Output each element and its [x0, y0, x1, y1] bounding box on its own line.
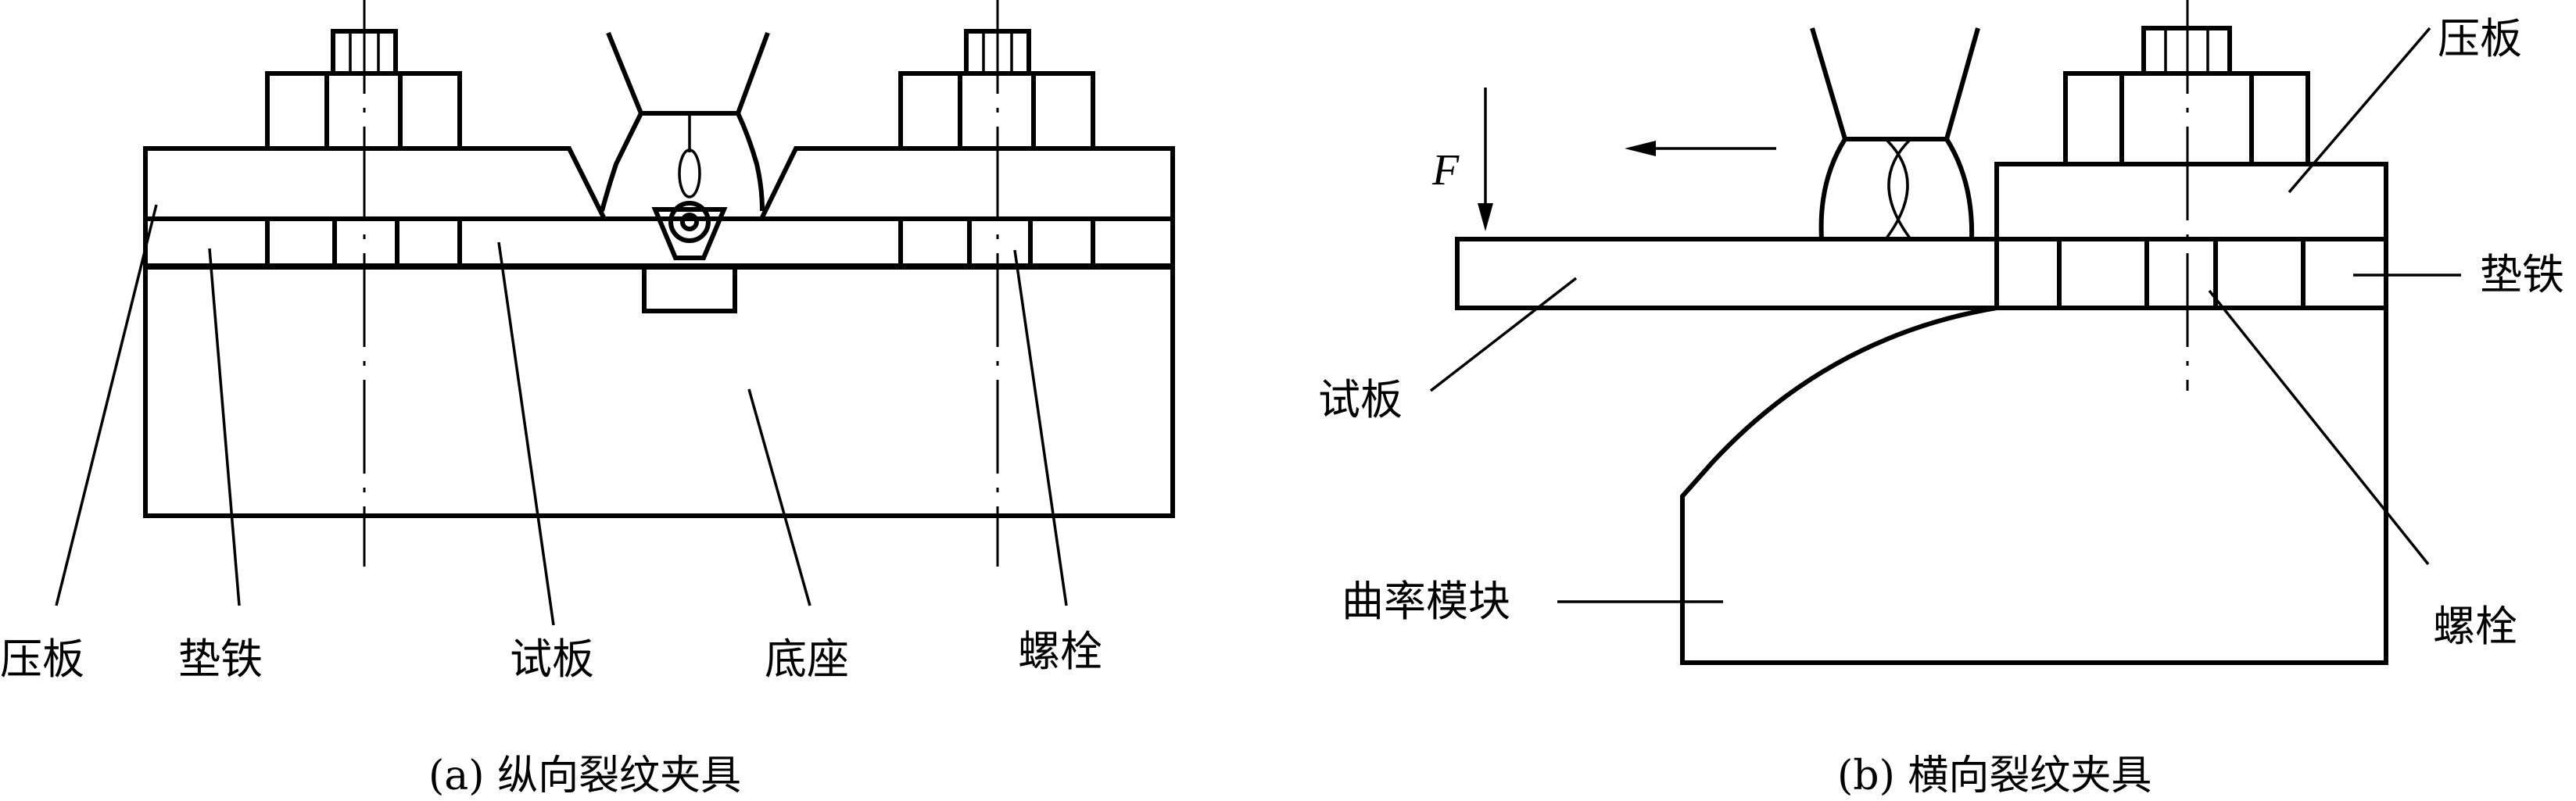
- label-shim-a: 垫铁: [178, 635, 263, 684]
- caption-a: (a) 纵向裂纹夹具: [428, 753, 741, 799]
- leader-bolt-b: [2208, 289, 2430, 566]
- pressure-plate-right-a: [760, 146, 1175, 219]
- label-pressure-plate-a: 压板: [0, 635, 84, 684]
- force-arrow-head: [1478, 203, 1493, 231]
- shim-row-b: [1994, 237, 2388, 310]
- leader-shim-a: [208, 248, 241, 606]
- caption-b: (b) 横向裂纹夹具: [1837, 753, 2151, 799]
- curvature-block: [1680, 306, 2388, 665]
- weld-bead-a: [651, 201, 728, 260]
- leader-test-plate-b: [1429, 277, 1578, 392]
- label-pressure-plate-b: 压板: [2438, 14, 2522, 63]
- welding-torch-b: [1810, 27, 1980, 241]
- leader-test-plate-a: [497, 241, 555, 626]
- test-plate-b: [1455, 237, 1999, 310]
- backing-block-a: [642, 265, 737, 313]
- figure-b-drawing: [1429, 0, 2461, 665]
- label-curvature-block: 曲率模块: [1342, 577, 1510, 626]
- base-block: [143, 263, 1175, 518]
- label-base-a: 底座: [765, 635, 849, 684]
- label-test-plate-a: 试板: [510, 635, 594, 684]
- leader-pressure-plate-b: [2288, 27, 2431, 194]
- welding-torch-a: [600, 31, 770, 212]
- label-shim-b: 垫铁: [2480, 250, 2564, 299]
- pressure-plate-b: [1994, 162, 2388, 241]
- label-bolt-a: 螺栓: [1018, 627, 1102, 676]
- leader-bolt-a: [1013, 249, 1068, 606]
- test-plate-a: [143, 216, 1175, 270]
- figure-a-drawing: [55, 0, 1175, 626]
- leader-base-a: [747, 388, 811, 606]
- leader-pressure-plate-a: [55, 204, 158, 606]
- pressure-plate-left-a: [143, 146, 606, 219]
- label-bolt-b: 螺栓: [2433, 602, 2517, 651]
- direction-arrow-head: [1625, 141, 1656, 156]
- label-test-plate-b: 试板: [1318, 375, 1403, 424]
- force-label: F: [1431, 146, 1460, 195]
